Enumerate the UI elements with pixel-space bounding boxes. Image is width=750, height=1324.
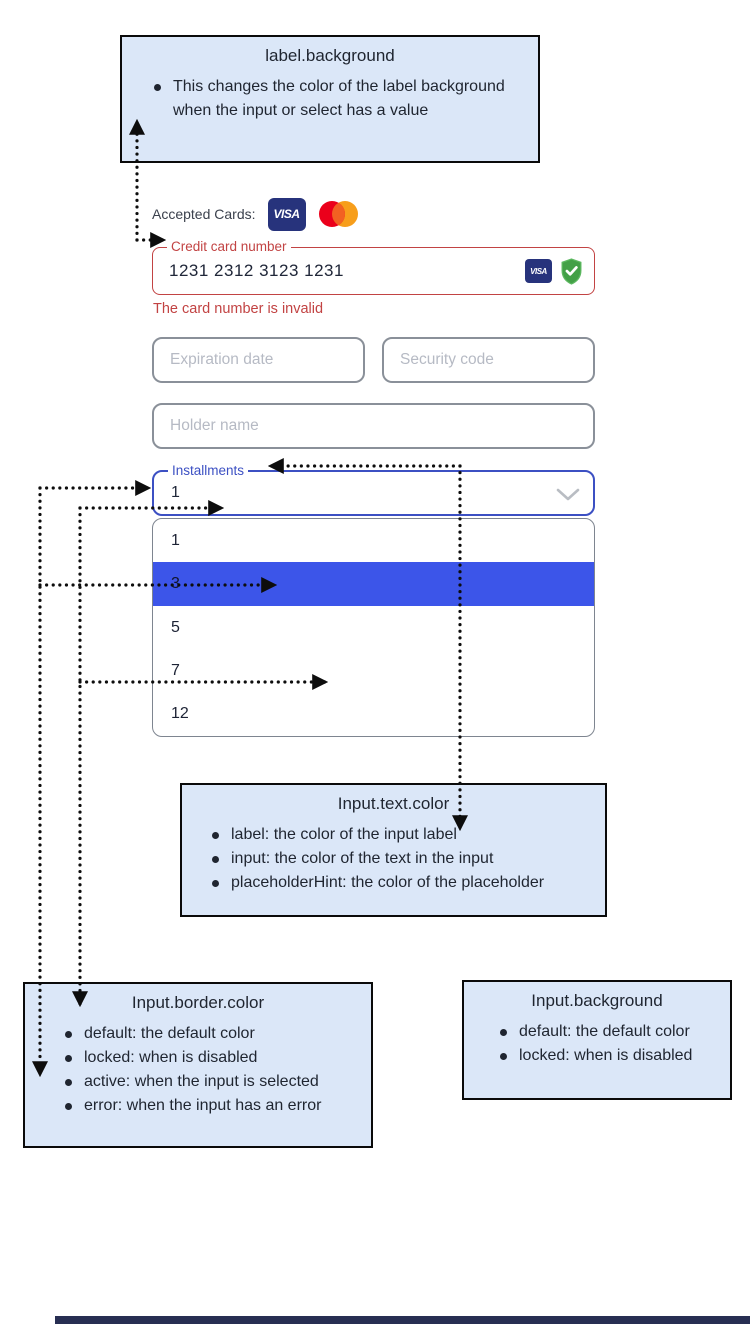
callout-bullet: placeholderHint: the color of the placeh…	[210, 871, 597, 895]
card-input-icons: VISA	[525, 248, 584, 294]
callout-title: Input.text.color	[337, 794, 450, 813]
callout-bullet: default: the default color	[63, 1022, 363, 1046]
expiration-date-input[interactable]	[154, 339, 363, 381]
holder-name-field[interactable]	[152, 403, 595, 449]
bottom-bar	[55, 1316, 750, 1324]
card-number-label: Credit card number	[167, 239, 291, 254]
accepted-cards-row: Accepted Cards: VISA	[152, 196, 359, 232]
callout-title: label.background	[265, 46, 395, 65]
visa-icon: VISA	[525, 259, 552, 283]
card-error-message: The card number is invalid	[153, 301, 324, 317]
callout-title: Input.background	[531, 991, 663, 1010]
installments-option-list: 1 3 5 7 12	[153, 519, 594, 736]
card-number-input[interactable]	[153, 248, 594, 294]
callout-input-border-color: Input.border.color default: the default …	[23, 982, 373, 1148]
callout-bullet: active: when the input is selected	[63, 1070, 363, 1094]
accepted-cards-label: Accepted Cards:	[152, 206, 256, 222]
installments-selected-value: 1	[171, 484, 180, 501]
callout-bullet: default: the default color	[498, 1020, 726, 1044]
callout-bullet-list: label: the color of the input label inpu…	[182, 823, 605, 895]
callout-bullet: error: when the input has an error	[63, 1094, 363, 1118]
installments-label: Installments	[168, 463, 249, 478]
callout-bullet-list: default: the default color locked: when …	[464, 1020, 730, 1068]
callout-bullet-list: This changes the color of the label back…	[122, 75, 538, 123]
option-item-selected[interactable]: 3	[153, 562, 594, 606]
mastercard-icon	[318, 201, 358, 227]
visa-icon: VISA	[267, 197, 306, 231]
security-code-field[interactable]	[382, 337, 595, 383]
option-item[interactable]: 12	[171, 705, 189, 723]
callout-bullet: This changes the color of the label back…	[152, 75, 524, 123]
holder-name-input[interactable]	[154, 405, 593, 447]
callout-bullet: locked: when is disabled	[498, 1044, 726, 1068]
callout-label-background: label.background This changes the color …	[120, 35, 540, 163]
installments-select[interactable]: Installments 1	[152, 463, 595, 516]
chevron-down-icon	[556, 488, 580, 501]
option-item[interactable]: 5	[171, 618, 180, 636]
verified-icon	[561, 257, 582, 285]
installments-dropdown: 1 3 5 7 12	[152, 518, 595, 737]
callout-bullet: input: the color of the text in the inpu…	[210, 847, 597, 871]
expiration-date-field[interactable]	[152, 337, 365, 383]
callout-input-text-color: Input.text.color label: the color of the…	[180, 783, 607, 917]
card-number-field[interactable]: Credit card number VISA	[152, 239, 595, 295]
callout-bullet: label: the color of the input label	[210, 823, 597, 847]
option-item[interactable]: 7	[171, 661, 180, 679]
callout-input-background: Input.background default: the default co…	[462, 980, 732, 1100]
option-item[interactable]: 1	[171, 531, 180, 549]
security-code-input[interactable]	[384, 339, 593, 381]
callout-bullet: locked: when is disabled	[63, 1046, 363, 1070]
callout-title: Input.border.color	[131, 993, 265, 1012]
callout-bullet-list: default: the default color locked: when …	[25, 1022, 371, 1118]
